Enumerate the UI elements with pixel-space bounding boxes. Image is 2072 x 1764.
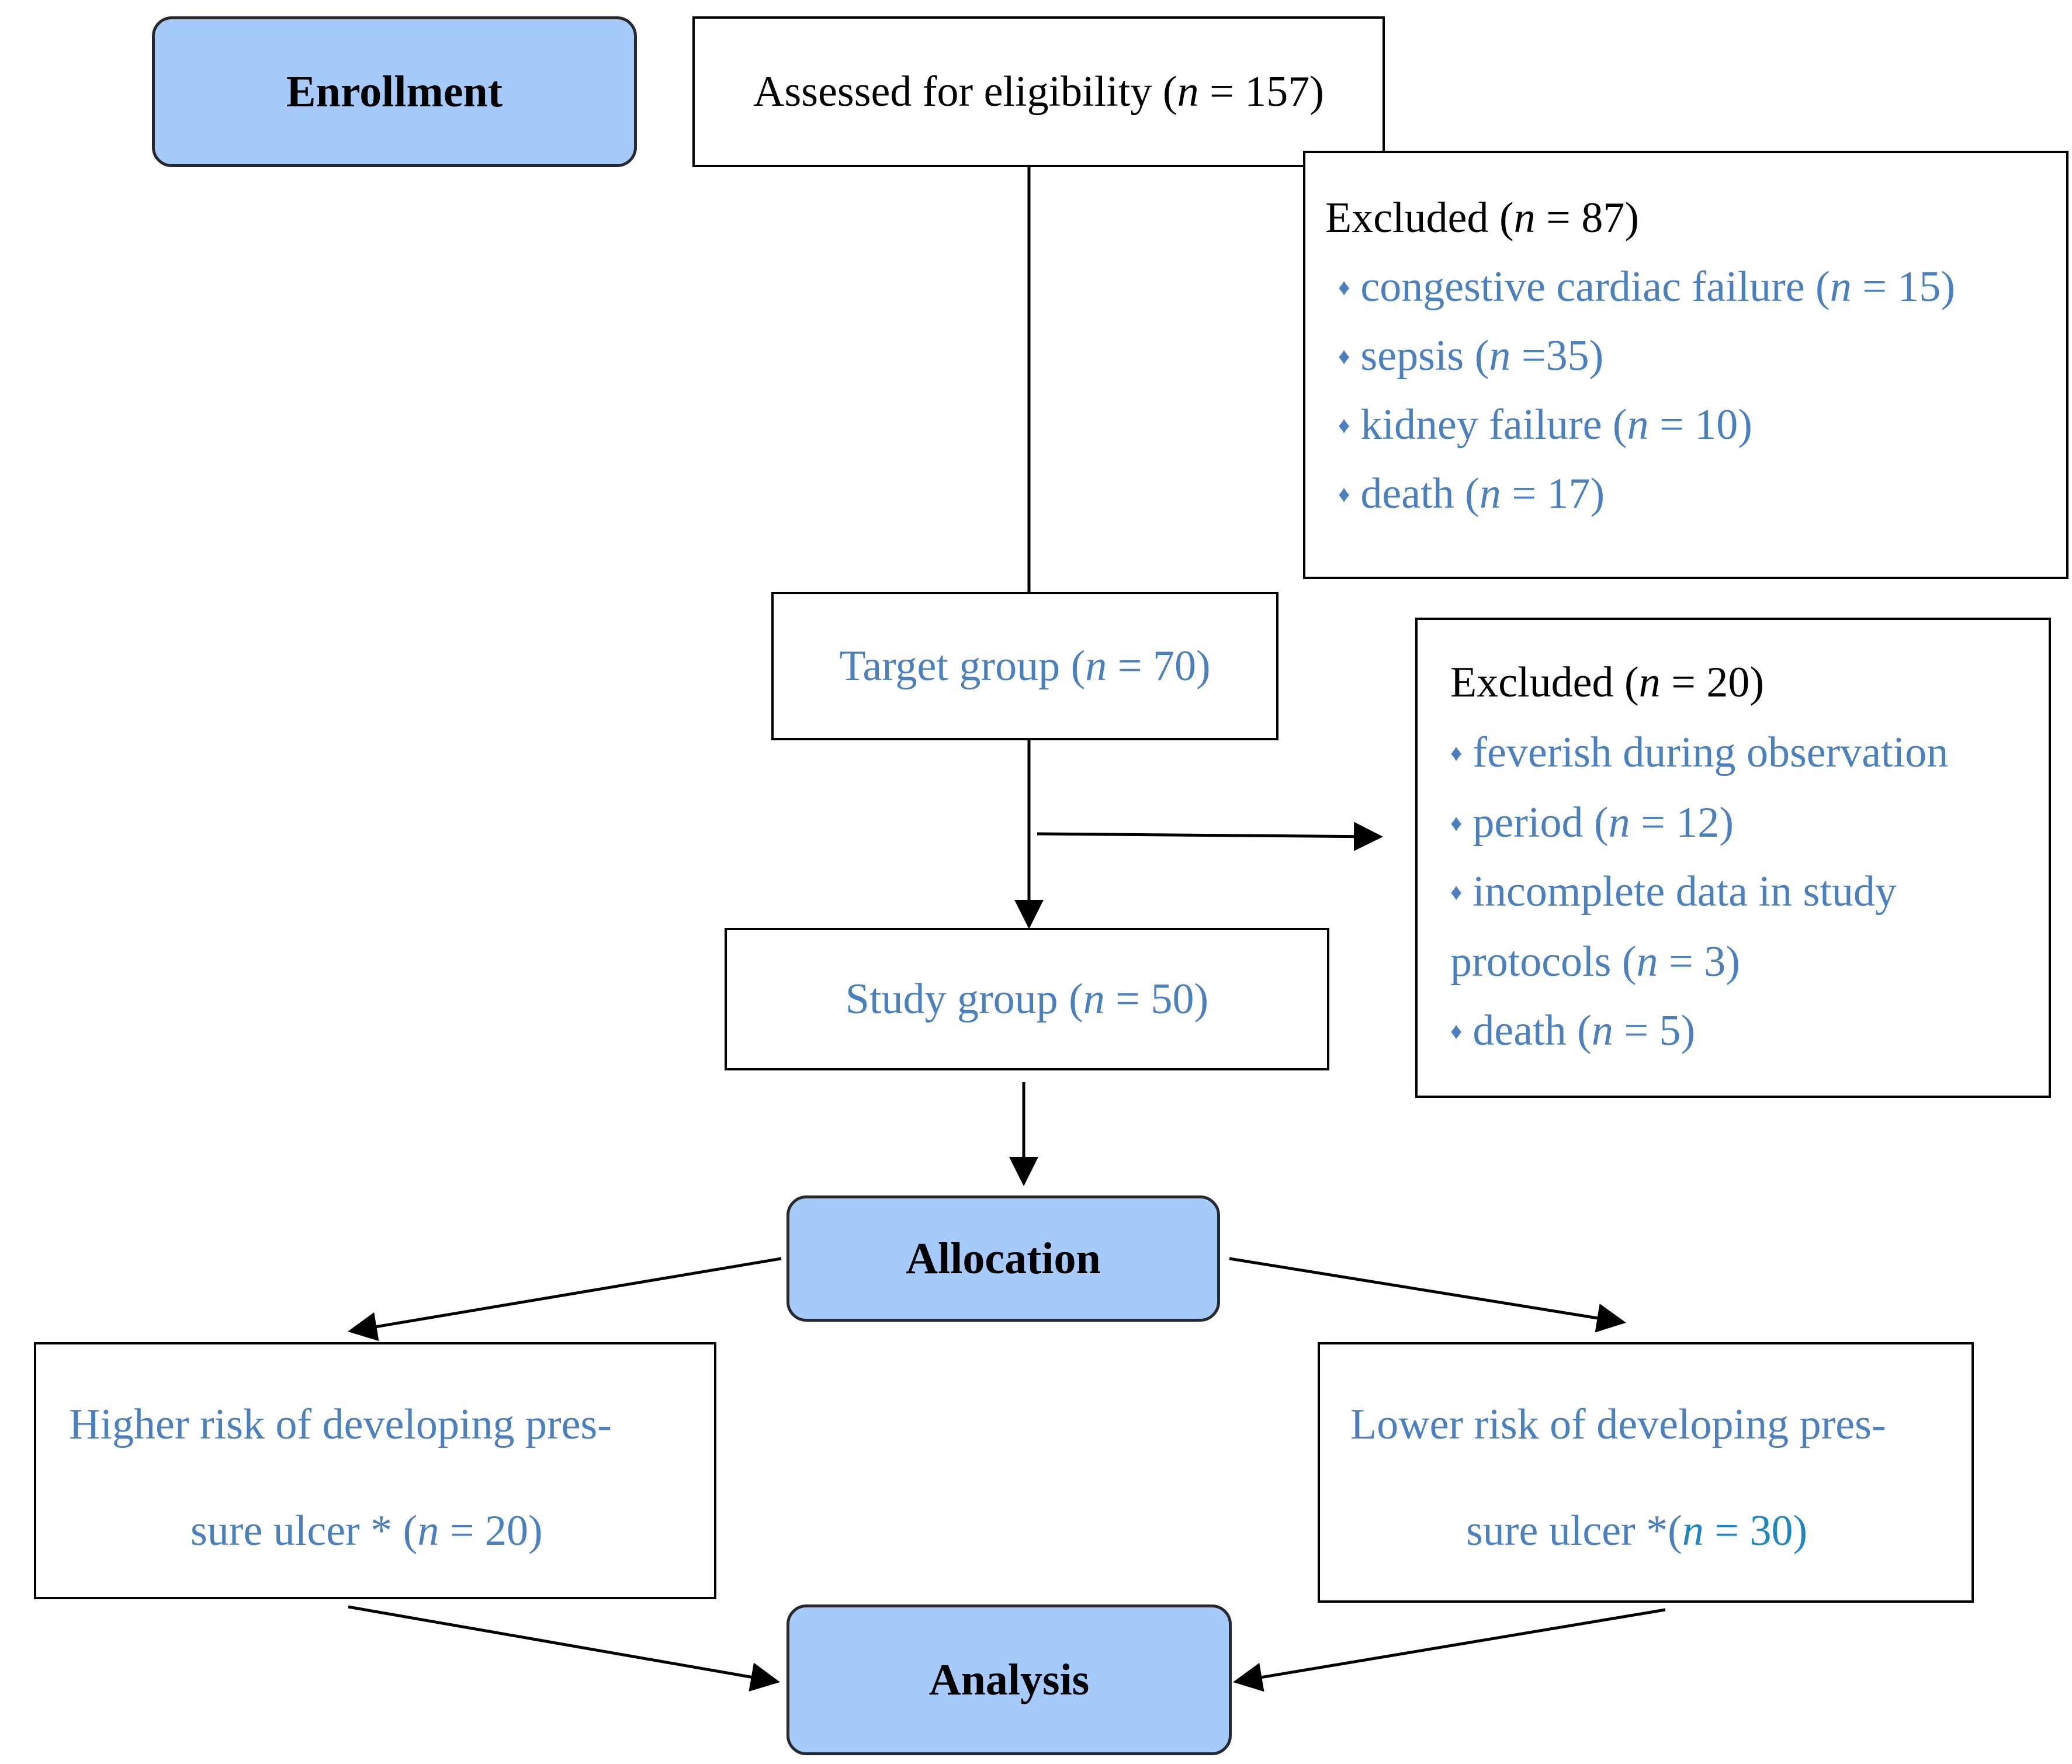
higher-risk-box: Higher risk of developing pres- sure ulc… [34, 1342, 716, 1599]
assessed-label: Assessed for eligibility (n = 157) [753, 68, 1324, 116]
allocation-label: Allocation [906, 1233, 1101, 1283]
excluded-1-item: ♦death (n = 17) [1338, 470, 1605, 518]
target-group-box: Target group (n = 70) [771, 592, 1278, 740]
allocation-stage: Allocation [786, 1195, 1220, 1322]
higher-risk-line-1: Higher risk of developing pres- [69, 1401, 612, 1448]
excluded-2-item: protocols (n = 3) [1450, 938, 1740, 986]
analysis-label: Analysis [928, 1655, 1090, 1704]
excluded-2-item: ♦feverish during observation [1450, 729, 1949, 777]
enrollment-stage: Enrollment [152, 16, 637, 167]
diamond-bullet-icon: ♦ [1450, 1018, 1463, 1045]
excluded-2-item: ♦death (n = 5) [1450, 1007, 1696, 1055]
diamond-bullet-icon: ♦ [1338, 343, 1350, 370]
diamond-bullet-icon: ♦ [1338, 274, 1350, 301]
excluded-box-2: Excluded (n = 20) ♦feverish during obser… [1415, 618, 2051, 1098]
excluded-1-item: ♦sepsis (n =35) [1338, 332, 1604, 380]
diamond-bullet-icon: ♦ [1450, 740, 1463, 767]
excluded-1-title: Excluded (n = 87) [1325, 194, 1639, 242]
higher-risk-line-2: sure ulcer * (n = 20) [190, 1507, 543, 1555]
allocation-to-lower-arrow [1229, 1257, 1626, 1333]
lower-risk-box: Lower risk of developing pres- sure ulce… [1318, 1342, 1974, 1603]
allocation-to-higher-arrow [348, 1257, 782, 1342]
excluded-2-item: ♦incomplete data in study [1450, 868, 1897, 916]
diamond-bullet-icon: ♦ [1450, 879, 1463, 906]
excluded-1-item: ♦congestive cardiac failure (n = 15) [1338, 263, 1956, 311]
assessed-box: Assessed for eligibility (n = 157) [692, 16, 1385, 167]
diamond-bullet-icon: ♦ [1338, 412, 1350, 439]
analysis-stage: Analysis [786, 1604, 1232, 1755]
target-group-label: Target group (n = 70) [839, 642, 1211, 690]
excluded-1-item: ♦kidney failure (n = 10) [1338, 401, 1752, 449]
excluded-2-title: Excluded (n = 20) [1450, 659, 1764, 706]
lower-risk-line-1: Lower risk of developing pres- [1350, 1401, 1886, 1448]
lower-risk-line-2: sure ulcer *(n = 30) [1466, 1507, 1808, 1555]
to-excluded2-arrow [1037, 822, 1383, 851]
lower-to-analysis-arrow [1233, 1608, 1666, 1692]
higher-to-analysis-arrow [348, 1605, 780, 1692]
study-group-box: Study group (n = 50) [725, 928, 1329, 1070]
diamond-bullet-icon: ♦ [1338, 481, 1350, 508]
enrollment-label: Enrollment [286, 67, 503, 116]
study-group-label: Study group (n = 50) [845, 975, 1209, 1023]
diamond-bullet-icon: ♦ [1450, 810, 1463, 837]
excluded-box-1: Excluded (n = 87) ♦congestive cardiac fa… [1303, 151, 2068, 579]
excluded-2-item: ♦period (n = 12) [1450, 799, 1734, 847]
